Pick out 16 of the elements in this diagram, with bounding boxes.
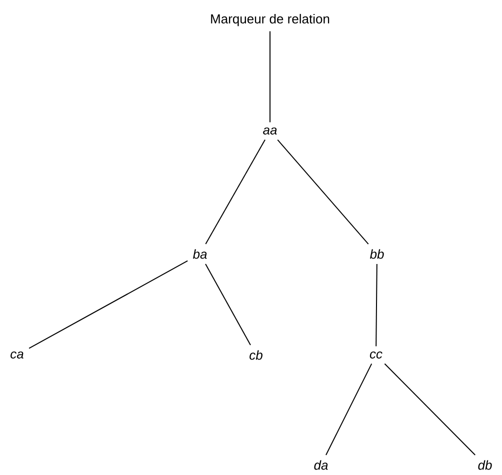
tree-node-label: da xyxy=(314,460,328,470)
tree-node-label: Marqueur de relation xyxy=(211,14,330,26)
tree-node-label: cc xyxy=(370,351,382,359)
tree-branch xyxy=(205,263,251,346)
tree-branch xyxy=(205,139,266,245)
tree-branch xyxy=(28,260,188,349)
tree-node-label: ca xyxy=(10,351,24,359)
tree-branch xyxy=(376,263,378,347)
tree-node-label: cb xyxy=(250,350,262,360)
tree-node-label: bb xyxy=(370,249,384,259)
tree-node-label: ba xyxy=(192,249,207,259)
tree-branch xyxy=(277,139,369,245)
tree-branch xyxy=(326,363,372,456)
tree-node-label: db xyxy=(478,460,492,470)
tree-node-label: aa xyxy=(263,127,277,135)
tree-branch xyxy=(384,363,476,456)
